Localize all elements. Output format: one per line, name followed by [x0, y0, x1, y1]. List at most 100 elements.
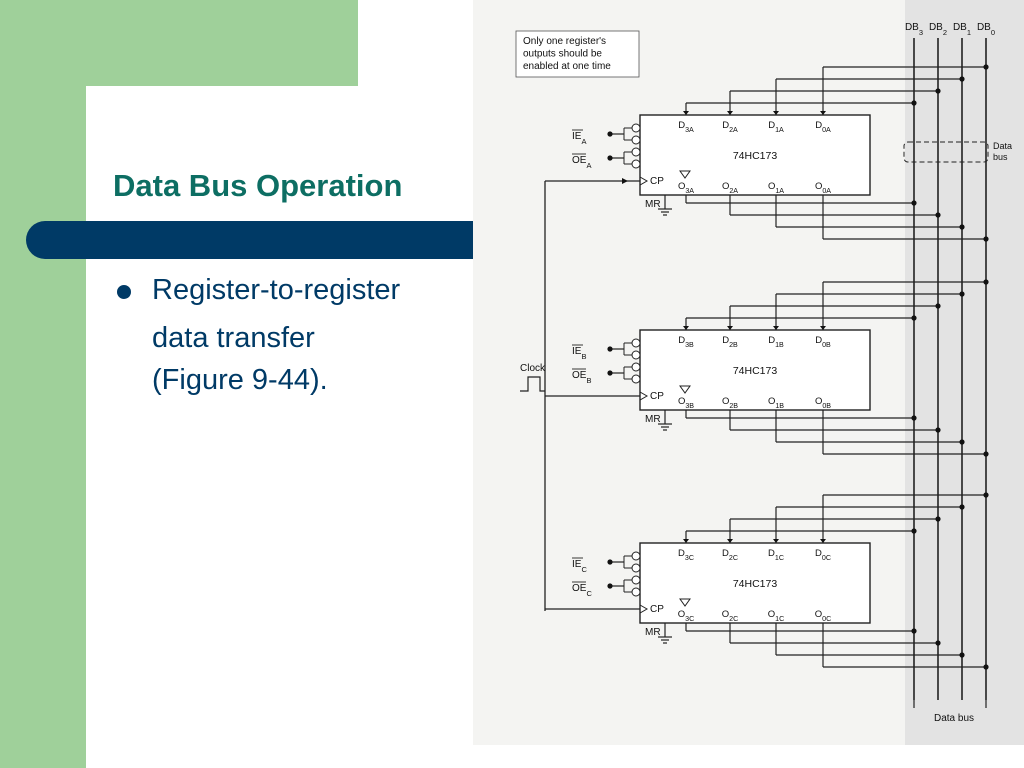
register-C-tristate-symbol — [679, 598, 691, 607]
register-B-d-arrow-3 — [820, 326, 826, 330]
register-C-o-junction-0 — [911, 628, 917, 634]
register-C-d-arrow-1 — [727, 539, 733, 543]
register-B-d-label-1: D2B — [722, 335, 738, 349]
register-C-o-junction-1 — [935, 640, 941, 646]
register-C-enable-bubble-3 — [631, 587, 641, 597]
register-C-o-junction-3 — [983, 664, 989, 670]
register-A-mr-label: MR — [645, 199, 661, 210]
register-A-d-junction-0 — [911, 100, 917, 106]
register-C-mr-label: MR — [645, 627, 661, 638]
register-A-d-arrow-2 — [773, 111, 779, 115]
slide-title: Data Bus Operation — [113, 168, 403, 203]
register-B-oe-dot — [607, 370, 613, 376]
data-bus-side-label-1: Data — [993, 141, 1012, 151]
bullet-text-line-2: data transfer — [152, 322, 315, 354]
register-A-d-arrow-3 — [820, 111, 826, 115]
register-C-enable-bubble-0 — [631, 551, 641, 561]
register-A-o-label-2: O1A — [768, 181, 784, 195]
register-A-oe-label: OEA — [572, 155, 591, 170]
register-A-enable-bubble-0 — [631, 123, 641, 133]
register-B-o-junction-2 — [959, 439, 965, 445]
data-bus-bottom-label: Data bus — [934, 713, 974, 724]
register-A-enable-bubble-3 — [631, 159, 641, 169]
register-A-d-label-0: D3A — [678, 120, 694, 134]
register-C-o-junction-2 — [959, 652, 965, 658]
register-B-o-junction-3 — [983, 451, 989, 457]
bus-line-label-2: DB1 — [953, 22, 971, 37]
register-C-d-label-1: D2C — [722, 548, 738, 562]
register-A-d-junction-2 — [959, 76, 965, 82]
title-divider-bar — [26, 221, 486, 259]
register-C-d-label-0: D3C — [678, 548, 694, 562]
callout-line-2: outputs should be — [523, 49, 602, 60]
register-A-enable-bubble-2 — [631, 147, 641, 157]
register-B-enable-bubble-0 — [631, 338, 641, 348]
register-B-d-arrow-2 — [773, 326, 779, 330]
register-C-o-label-0: O3C — [678, 609, 694, 623]
register-A-box — [639, 114, 871, 196]
register-A-d-junction-1 — [935, 88, 941, 94]
register-A-enable-bubble-1 — [631, 135, 641, 145]
register-B-enable-bubble-2 — [631, 362, 641, 372]
register-C-oe-dot — [607, 583, 613, 589]
register-A-d-arrow-0 — [683, 111, 689, 115]
register-C-d-arrow-2 — [773, 539, 779, 543]
register-B-enable-bubble-3 — [631, 374, 641, 384]
register-C-oe-label: OEC — [572, 583, 592, 598]
register-A-chip-name: 74HC173 — [733, 150, 778, 162]
register-B-oe-label: OEB — [572, 370, 591, 385]
bullet-dot — [117, 285, 131, 299]
callout-line-3: enabled at one time — [523, 61, 611, 72]
callout-line-1: Only one register's — [523, 36, 606, 47]
background-green-left — [0, 0, 86, 768]
content-panel — [86, 86, 486, 768]
register-B-o-junction-0 — [911, 415, 917, 421]
register-A-cp-label: CP — [650, 176, 664, 187]
register-A-d-label-3: D0A — [815, 120, 831, 134]
register-C-d-label-3: D0C — [815, 548, 831, 562]
register-C-ie-label: IEC — [572, 559, 587, 574]
register-B-tristate-symbol — [679, 385, 691, 394]
register-B-o-label-3: O0B — [815, 396, 831, 410]
register-B-d-junction-2 — [959, 291, 965, 297]
clock-arrow-a — [622, 178, 628, 184]
register-B-d-junction-0 — [911, 315, 917, 321]
register-B-d-label-0: D3B — [678, 335, 694, 349]
register-C-o-label-3: O0C — [815, 609, 831, 623]
register-C-d-arrow-3 — [820, 539, 826, 543]
figure-bottom-white — [473, 745, 1024, 768]
data-bus-side-label-2: bus — [993, 152, 1008, 162]
register-A-d-junction-3 — [983, 64, 989, 70]
register-B-d-label-3: D0B — [815, 335, 831, 349]
figure-margin-shade — [905, 0, 1024, 745]
register-B-d-junction-1 — [935, 303, 941, 309]
register-A-d-label-1: D2A — [722, 120, 738, 134]
data-bus-dashed-marker — [903, 141, 989, 163]
callout-box — [515, 30, 640, 78]
background-green-top — [0, 0, 358, 86]
register-C-d-junction-3 — [983, 492, 989, 498]
register-B-d-label-2: D1B — [768, 335, 784, 349]
register-A-o-label-3: O0A — [815, 181, 831, 195]
register-C-box — [639, 542, 871, 624]
register-B-o-junction-1 — [935, 427, 941, 433]
bullet-text-line-1: Register-to-register — [152, 274, 401, 306]
register-A-ie-dot — [607, 131, 613, 137]
register-B-d-arrow-1 — [727, 326, 733, 330]
register-A-tristate-symbol — [679, 170, 691, 179]
register-B-o-label-2: O1B — [768, 396, 784, 410]
register-A-o-label-1: O2A — [722, 181, 738, 195]
register-A-d-arrow-1 — [727, 111, 733, 115]
register-B-enable-bubble-1 — [631, 350, 641, 360]
register-A-oe-dot — [607, 155, 613, 161]
register-A-o-junction-2 — [959, 224, 965, 230]
register-C-enable-bubble-2 — [631, 575, 641, 585]
clock-waveform — [520, 376, 545, 392]
register-C-enable-bubble-1 — [631, 563, 641, 573]
register-B-d-junction-3 — [983, 279, 989, 285]
register-B-box — [639, 329, 871, 411]
register-C-d-label-2: D1C — [768, 548, 784, 562]
register-C-d-arrow-0 — [683, 539, 689, 543]
register-B-cp-label: CP — [650, 391, 664, 402]
